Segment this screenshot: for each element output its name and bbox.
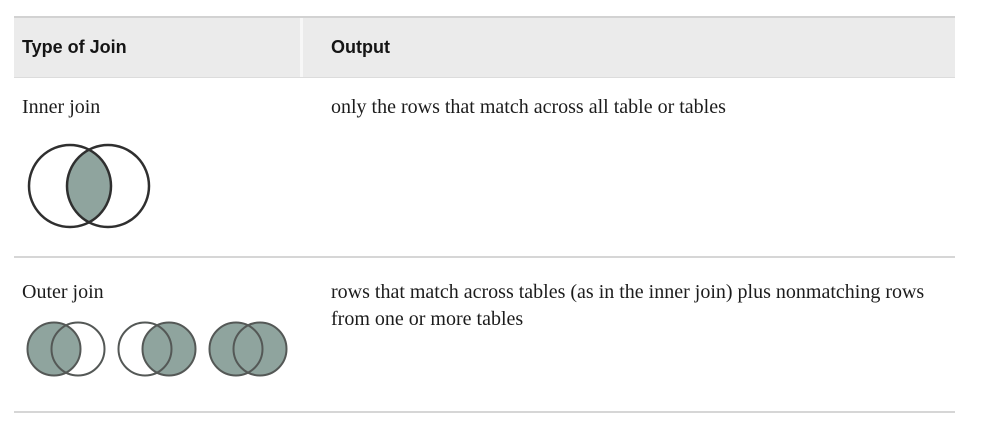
right-outer-join-venn-icon bbox=[117, 321, 197, 377]
inner-join-output-cell: only the rows that match across all tabl… bbox=[300, 78, 955, 256]
venn-left-circle bbox=[26, 321, 82, 377]
join-types-table: Type of Join Output Inner join only the … bbox=[14, 16, 955, 413]
venn-left-circle bbox=[208, 321, 264, 377]
table-row-inner-join: Inner join only the rows that match acro… bbox=[14, 78, 955, 258]
inner-join-venn-icon bbox=[27, 143, 151, 229]
outer-join-venn-group bbox=[25, 319, 300, 379]
outer-join-output-cell: rows that match across tables (as in the… bbox=[300, 258, 955, 411]
inner-join-output-text: only the rows that match across all tabl… bbox=[331, 96, 726, 118]
venn-right-circle bbox=[232, 321, 288, 377]
venn-right-circle-shaded bbox=[142, 322, 196, 376]
outer-join-label: Outer join bbox=[22, 281, 104, 303]
full-outer-join-venn-icon bbox=[208, 321, 288, 377]
venn-intersection-shade bbox=[67, 145, 111, 227]
venn-right-circle bbox=[50, 321, 106, 377]
table-header-row: Type of Join Output bbox=[14, 18, 955, 78]
venn-right-circle bbox=[65, 143, 151, 229]
venn-left-circle bbox=[117, 321, 173, 377]
venn-left-circle-shaded bbox=[27, 322, 81, 376]
column-header-output: Output bbox=[300, 18, 955, 77]
venn-left-circle bbox=[27, 143, 113, 229]
table-row-outer-join: Outer join bbox=[14, 258, 955, 413]
venn-right-circle-shaded bbox=[233, 322, 287, 376]
inner-join-type-cell: Inner join bbox=[14, 78, 300, 256]
outer-join-type-cell: Outer join bbox=[14, 258, 300, 411]
inner-join-label: Inner join bbox=[22, 96, 101, 118]
left-outer-join-venn-icon bbox=[26, 321, 106, 377]
outer-join-output-text: rows that match across tables (as in the… bbox=[331, 281, 925, 330]
column-header-type-of-join: Type of Join bbox=[22, 37, 127, 57]
venn-right-circle bbox=[141, 321, 197, 377]
